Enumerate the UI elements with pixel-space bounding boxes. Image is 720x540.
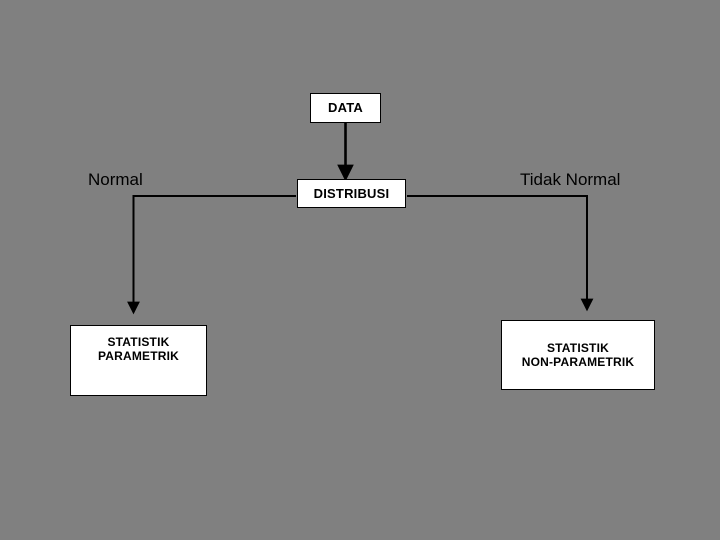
- branch-label-tidak-normal: Tidak Normal: [520, 170, 621, 189]
- node-statistik-parametrik-label: STATISTIK PARAMETRIK: [97, 335, 180, 364]
- node-distribusi-label: DISTRIBUSI: [313, 185, 390, 201]
- node-distribusi[interactable]: DISTRIBUSI: [297, 179, 406, 208]
- edge-distribusi-to-nonparametrik: [407, 195, 594, 312]
- node-data[interactable]: DATA: [310, 93, 381, 123]
- node-statistik-non-parametrik-label: STATISTIK NON-PARAMETRIK: [521, 340, 635, 369]
- edge-distribusi-to-parametrik: [127, 195, 296, 315]
- node-data-label: DATA: [328, 100, 363, 116]
- node-statistik-parametrik[interactable]: STATISTIK PARAMETRIK: [70, 325, 207, 396]
- node-statistik-non-parametrik[interactable]: STATISTIK NON-PARAMETRIK: [501, 320, 655, 390]
- branch-label-normal: Normal: [88, 170, 143, 189]
